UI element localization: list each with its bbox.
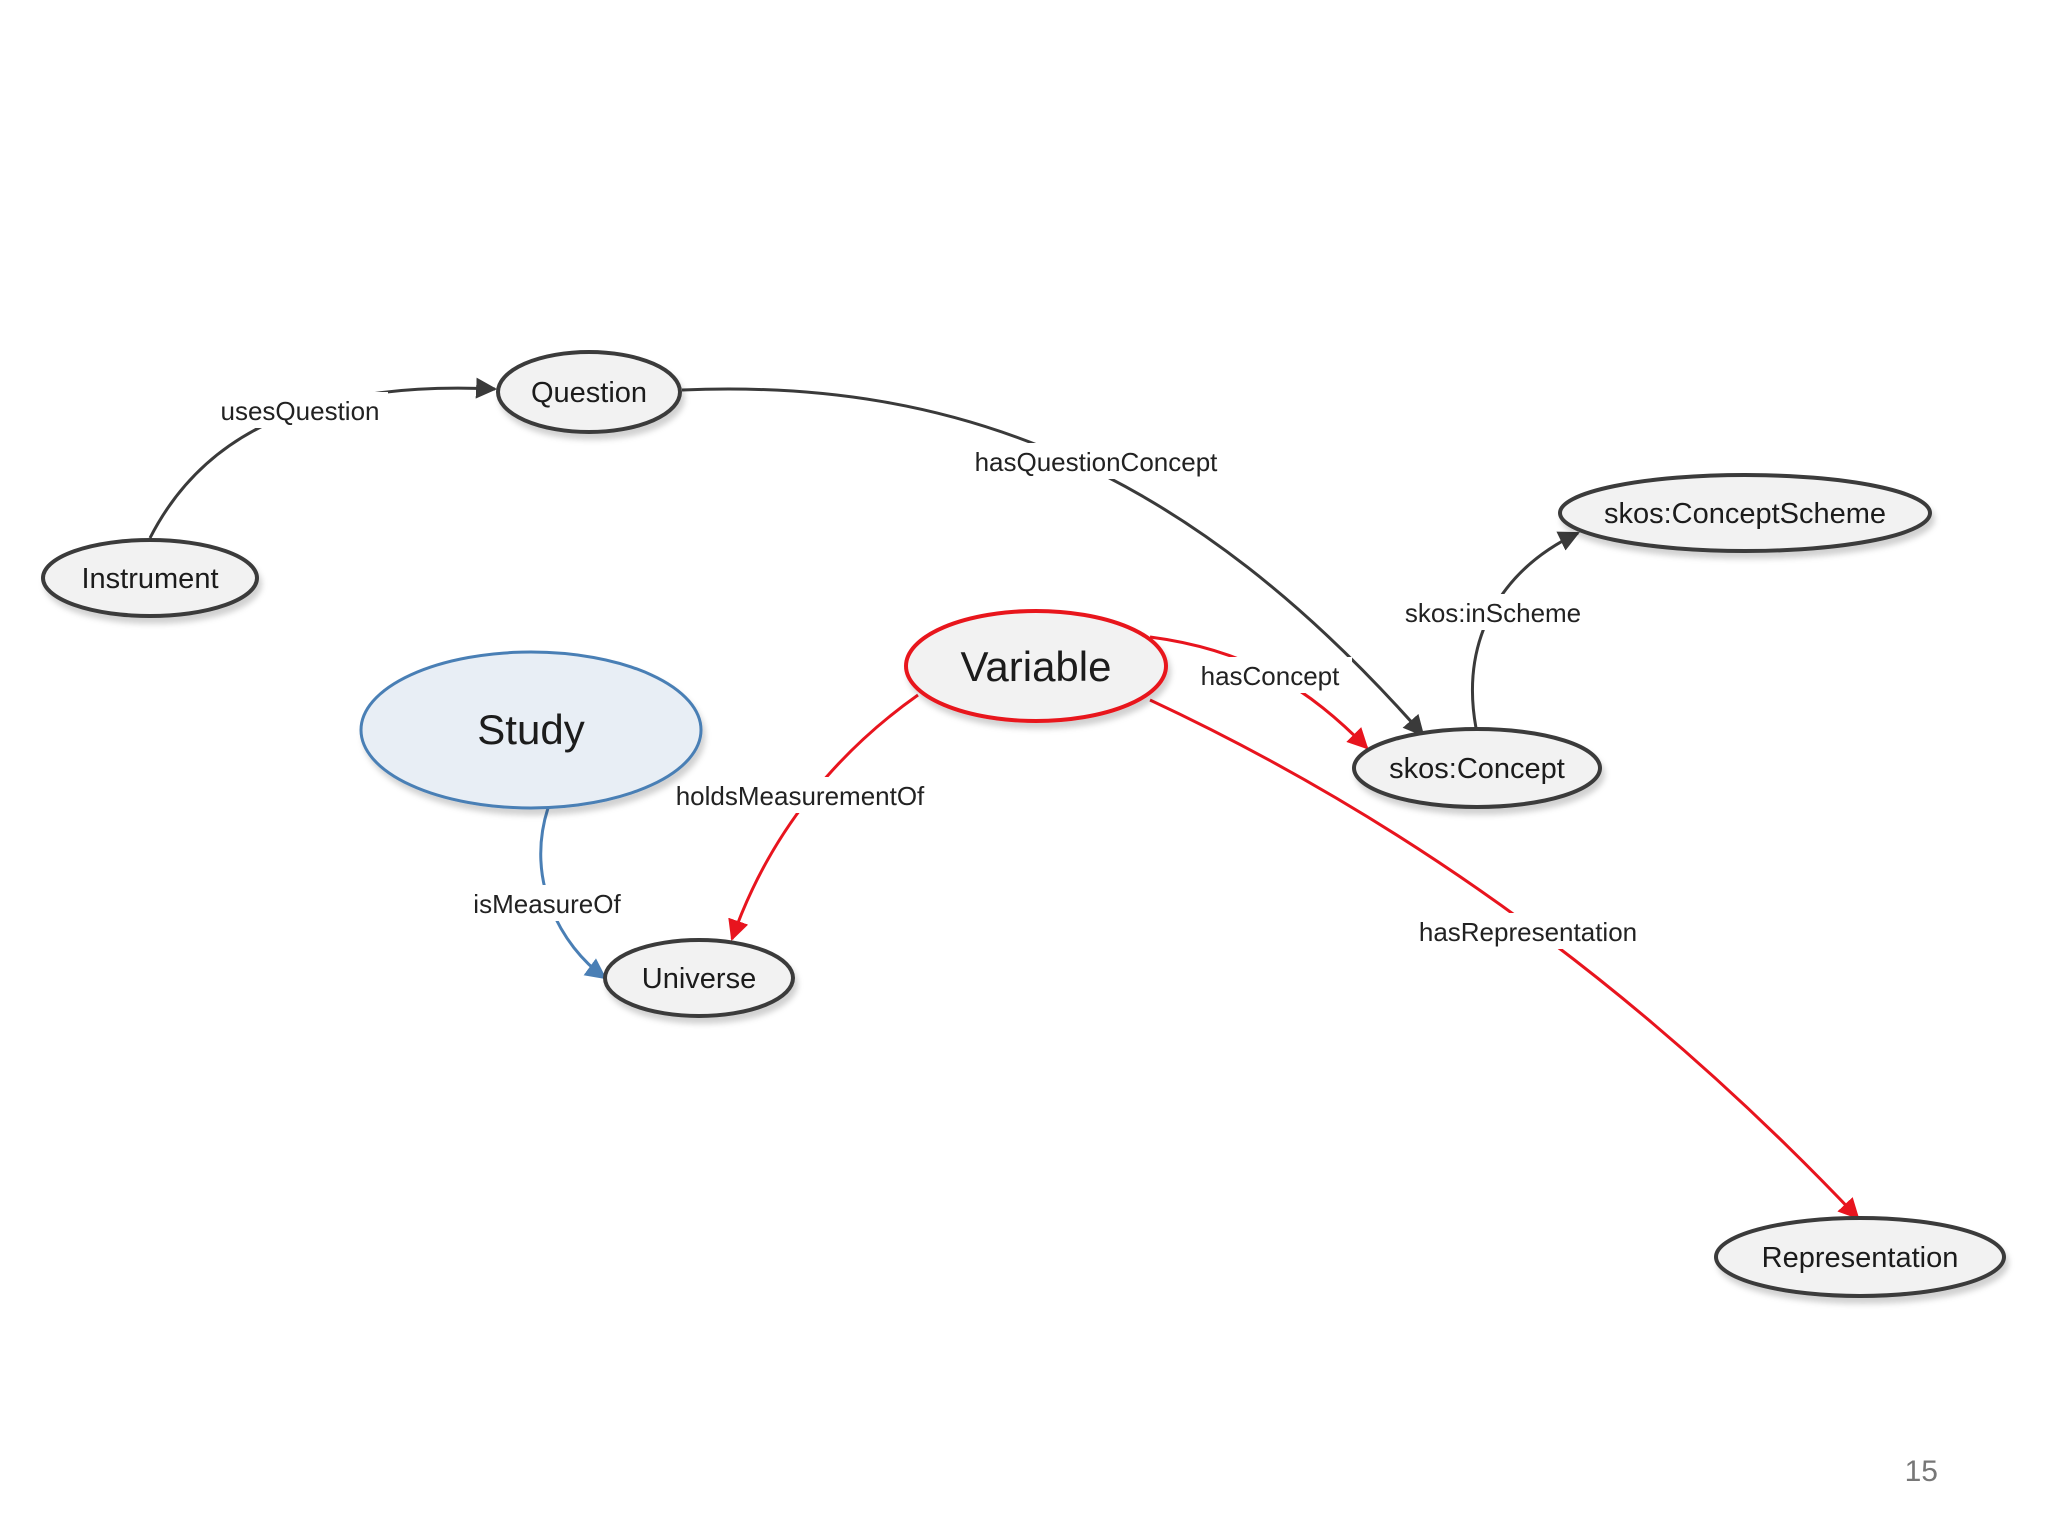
node-concept-label: skos:Concept — [1389, 753, 1565, 785]
node-universe-label: Universe — [642, 963, 756, 995]
node-study: Study — [359, 650, 703, 810]
edge-label-has-concept: hasConcept — [1201, 661, 1341, 691]
node-concept-shape — [1352, 727, 1602, 809]
edge-uses-question: usesQuestion — [148, 377, 498, 539]
edge-in-scheme-line — [1471, 531, 1580, 729]
node-variable-shape — [904, 609, 1168, 723]
edge-label-has-question-concept: hasQuestionConcept — [975, 447, 1219, 477]
node-representation-label: Representation — [1762, 1242, 1959, 1274]
page-number: 15 — [1904, 1455, 1938, 1488]
edge-label-bg — [960, 443, 1232, 479]
node-variable: Variable — [904, 609, 1168, 723]
edge-label-is-measure-of: isMeasureOf — [473, 889, 621, 919]
node-concept-scheme: skos:ConceptScheme — [1558, 473, 1932, 553]
node-study-shape — [359, 650, 703, 810]
node-universe: Universe — [603, 938, 795, 1018]
edge-label-bg — [1400, 913, 1656, 949]
edge-holds-measurement-of: holdsMeasurementOf — [662, 693, 938, 941]
edge-label-bg — [1190, 657, 1352, 693]
edge-holds-measurement-of-line — [728, 693, 919, 941]
edge-has-representation: hasRepresentation — [1149, 698, 1860, 1220]
edge-has-question-concept: hasQuestionConcept — [681, 387, 1425, 737]
node-instrument-shape — [41, 538, 259, 618]
edge-label-uses-question: usesQuestion — [221, 396, 380, 426]
node-variable-label: Variable — [961, 643, 1112, 690]
node-question-label: Question — [531, 377, 647, 409]
edge-label-bg — [662, 777, 938, 813]
edge-label-bg — [462, 885, 632, 921]
edge-label-in-scheme: skos:inScheme — [1405, 598, 1581, 628]
node-concept: skos:Concept — [1352, 727, 1602, 809]
edge-label-bg — [212, 392, 388, 428]
node-question-shape — [496, 350, 682, 434]
node-study-label: Study — [477, 706, 584, 753]
edge-label-has-representation: hasRepresentation — [1419, 917, 1637, 947]
node-instrument: Instrument — [41, 538, 259, 618]
node-question: Question — [496, 350, 682, 434]
node-universe-shape — [603, 938, 795, 1018]
edge-has-concept: hasConcept — [1149, 635, 1369, 750]
edge-label-bg — [1398, 594, 1588, 630]
node-representation-shape — [1714, 1216, 2006, 1298]
edge-in-scheme: skos:inScheme — [1398, 531, 1588, 729]
node-instrument-label: Instrument — [82, 563, 219, 595]
node-concept-scheme-shape — [1558, 473, 1932, 553]
edge-is-measure-of: isMeasureOf — [462, 807, 632, 980]
edge-label-holds-measurement-of: holdsMeasurementOf — [676, 781, 925, 811]
node-concept-scheme-label: skos:ConceptScheme — [1604, 498, 1886, 530]
node-representation: Representation — [1714, 1216, 2006, 1298]
